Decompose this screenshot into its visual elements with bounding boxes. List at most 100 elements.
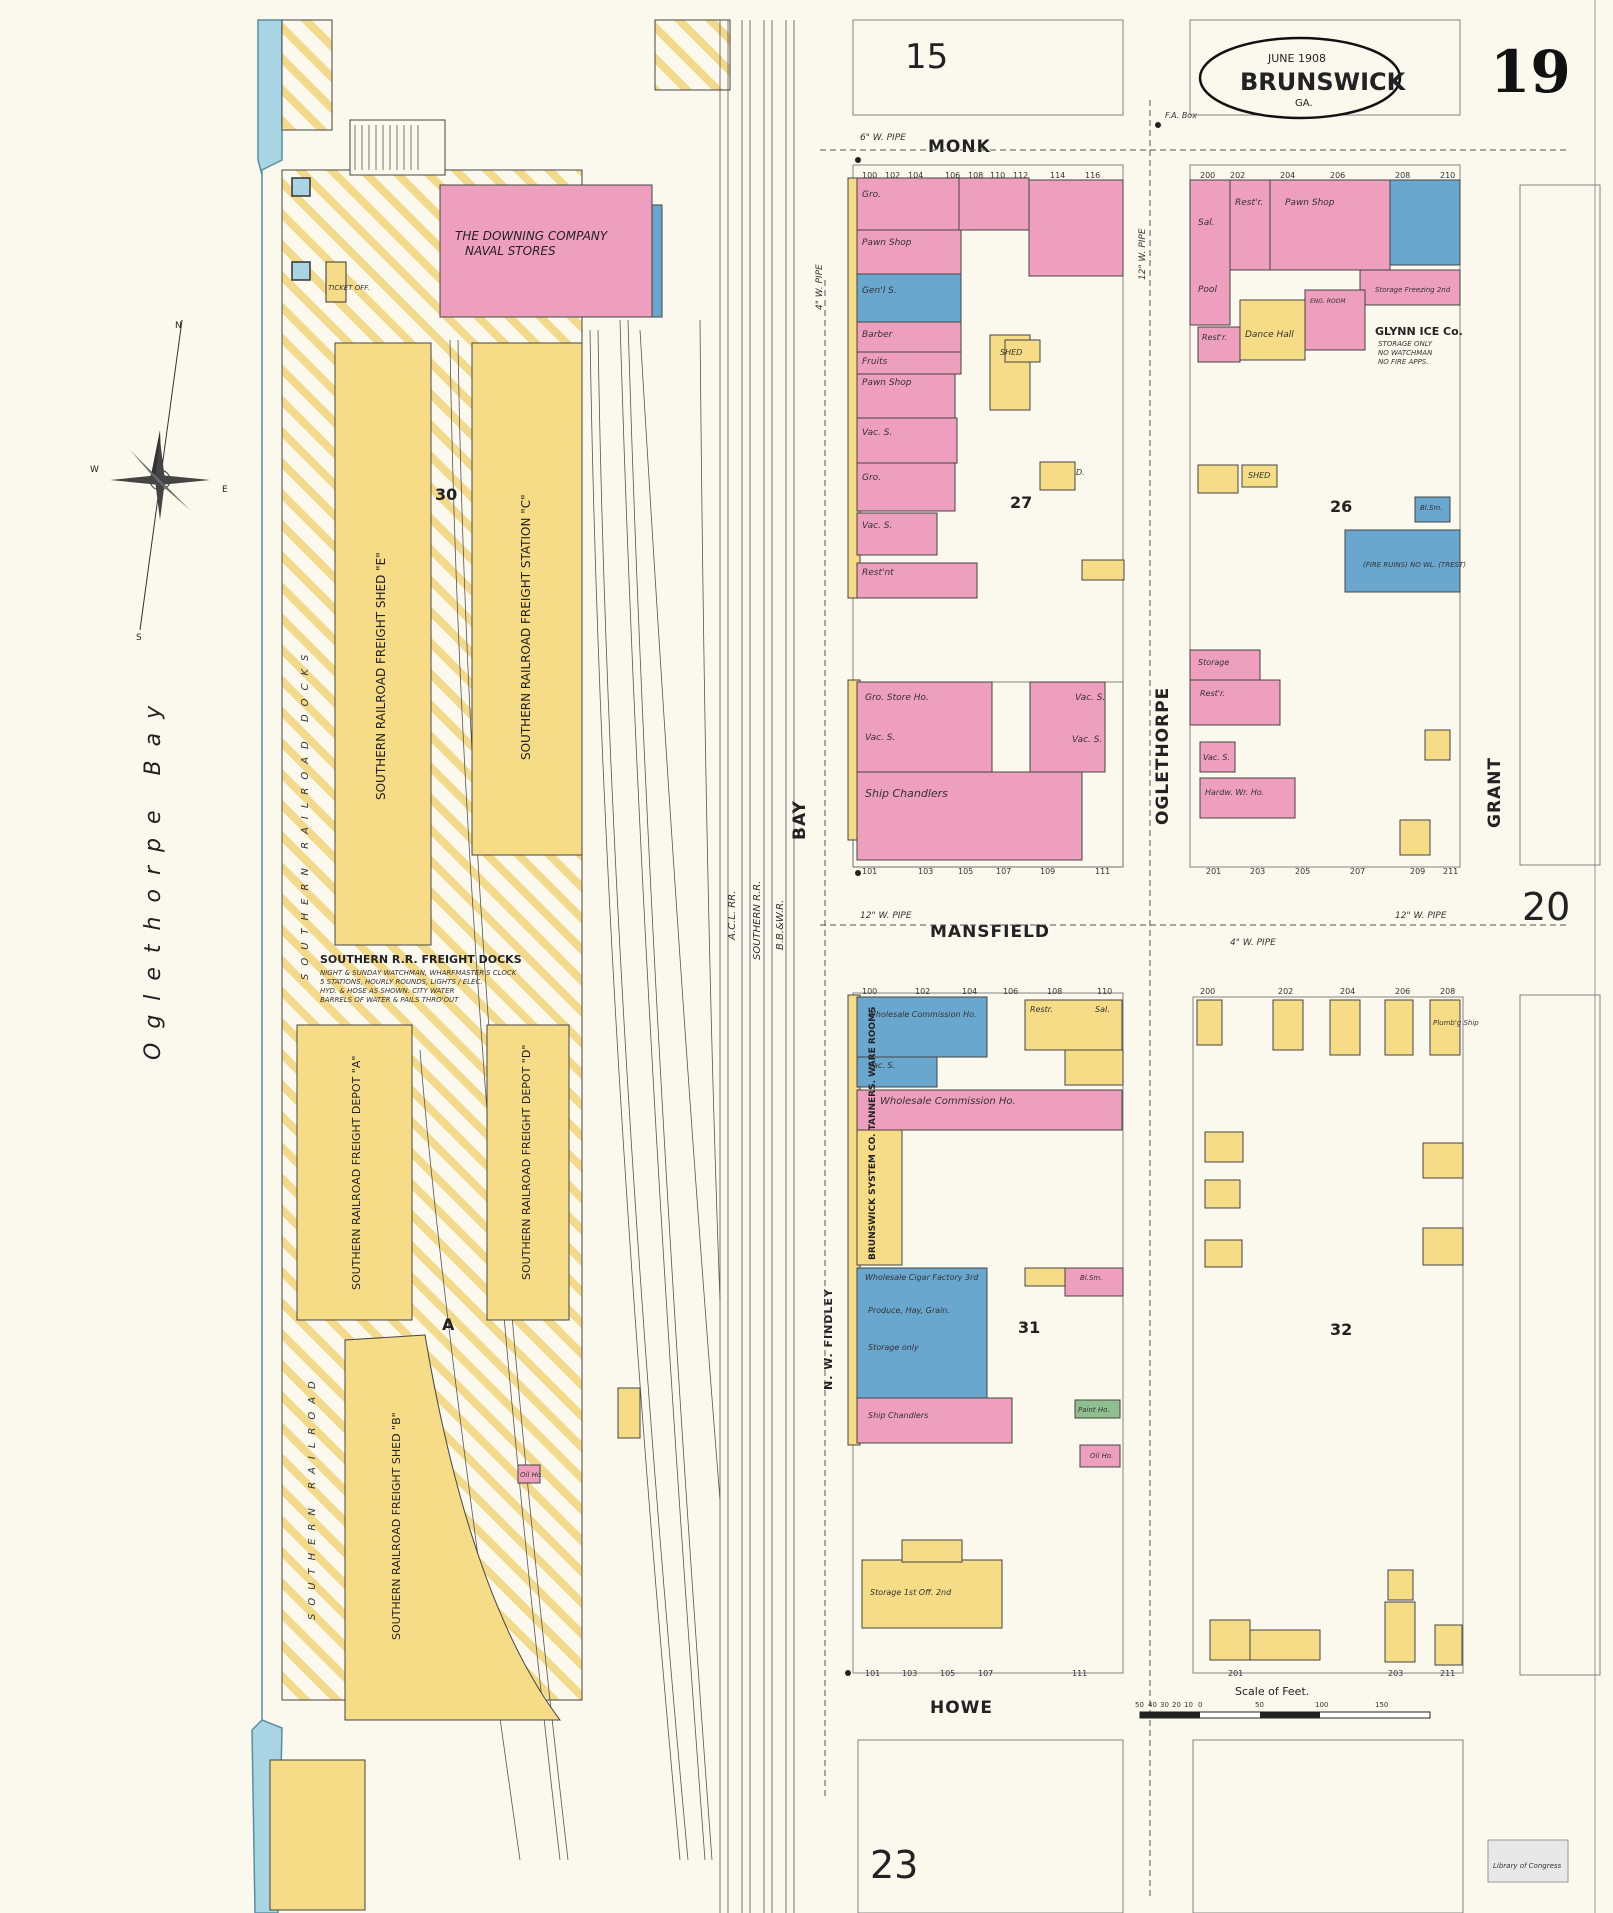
hydrant-dot (1155, 122, 1161, 128)
block-32: 32 (1330, 1320, 1352, 1339)
oil-house-label: Oil Ho. (520, 1471, 543, 1479)
block-26: 26 (1330, 497, 1352, 516)
lbl-shed-e: SHED (1248, 471, 1270, 480)
svg-text:103: 103 (918, 867, 933, 876)
downing-annex (651, 204, 663, 318)
freight-shed-e (334, 342, 432, 946)
lbl-cigar: Wholesale Cigar Factory 3rd (865, 1273, 979, 1282)
svg-text:205: 205 (1295, 867, 1310, 876)
svg-text:209: 209 (1410, 867, 1425, 876)
svg-text:111: 111 (1072, 1669, 1087, 1678)
svg-text:111: 111 (1095, 867, 1110, 876)
b31-yel-small (1024, 1267, 1066, 1287)
street-bay: BAY (790, 800, 810, 840)
lbl-storage-only: Storage only (868, 1343, 919, 1352)
b31-tanners (856, 1129, 903, 1266)
compass-e: E (222, 485, 228, 495)
bl-sm-rail (617, 1387, 641, 1439)
rr-docks-label: SOUTHERN RAILROAD DOCKS (300, 647, 311, 980)
svg-text:107: 107 (996, 867, 1011, 876)
b27-genl (856, 273, 962, 323)
block-31: 31 (1018, 1318, 1040, 1337)
lbl-plumbing: Plumb'g Ship (1433, 1019, 1479, 1027)
lbl-pool: Pool (1198, 285, 1217, 295)
b26-blsm (1414, 496, 1451, 523)
street-mansfield: MANSFIELD (930, 922, 1050, 942)
svg-text:102: 102 (885, 171, 900, 180)
b32-d8 (1422, 1142, 1464, 1179)
lbl-dance: Dance Hall (1245, 330, 1294, 340)
stairs-block (349, 119, 446, 176)
svg-text:50: 50 (1135, 1701, 1144, 1709)
lbl-wholesale-comm: Wholesale Commission Ho. (868, 1010, 977, 1019)
svg-text:206: 206 (1395, 987, 1410, 996)
b27s-gro-store (856, 681, 993, 773)
b26-fruit (1389, 179, 1461, 266)
oil-house (517, 1464, 541, 1484)
lbl-hardw: Hardw. Wr. Ho. (1205, 788, 1264, 797)
svg-text:106: 106 (945, 171, 960, 180)
sheet-number: 19 (1490, 38, 1571, 106)
freight-docks-note-3: HYD. & HOSE AS SHOWN. CITY WATER (320, 987, 454, 995)
howe-numbers: 101 103 105 107 111 201 203 211 (865, 1669, 1455, 1678)
lbl-genl: Gen'l S. (862, 286, 897, 296)
b26-restr3 (1189, 679, 1281, 726)
b26-sal (1189, 179, 1231, 326)
svg-text:100: 100 (1315, 1701, 1328, 1709)
scale-label: Scale of Feet. (1235, 1685, 1309, 1698)
svg-text:103: 103 (902, 1669, 917, 1678)
svg-text:100: 100 (862, 171, 877, 180)
b26-pawn (1269, 179, 1391, 271)
freight-docks-note-1: NIGHT & SUNDAY WATCHMAN, WHARFMASTER'S C… (320, 969, 518, 977)
b27-vac2 (856, 512, 938, 556)
freight-depot-a-label: SOUTHERN RAILROAD FREIGHT DEPOT "A" (350, 1056, 363, 1290)
svg-text:106: 106 (1003, 987, 1018, 996)
pipe-mansfield-2: 4" W. PIPE (1230, 938, 1276, 948)
block-se (1192, 1739, 1464, 1913)
b31-wholesale2 (856, 1089, 1123, 1131)
lbl-oil2: Oil Ho. (1090, 1452, 1113, 1460)
dock-hatch-north (654, 19, 731, 91)
downing-label-2: NAVAL STORES (465, 244, 556, 258)
svg-text:100: 100 (862, 987, 877, 996)
rr-acl-label: A.C.L. RR. (727, 891, 738, 941)
b27-gro (856, 177, 960, 231)
street-howe: HOWE (930, 1698, 993, 1718)
svg-text:203: 203 (1250, 867, 1265, 876)
freight-station-c (471, 342, 583, 856)
b26-vac (1199, 741, 1236, 773)
lbl-d: D. (1076, 468, 1085, 477)
lbl-fruits: Fruits (862, 357, 888, 367)
lbl-glynn: GLYNN ICE Co. (1375, 325, 1463, 338)
block-27: 27 (1010, 493, 1032, 512)
lbl-sal: Sal. (1198, 218, 1215, 228)
street-monk: MONK (928, 137, 991, 157)
svg-text:107: 107 (978, 1669, 993, 1678)
b26-restr2 (1197, 326, 1241, 363)
block-east-1 (1519, 184, 1601, 866)
b32-d13 (1434, 1624, 1463, 1666)
mansfield-numbers-south: 100 102 104 106 108 110 200 202 204 206 … (862, 987, 1455, 996)
freight-docks-note-2: 5 STATIONS, HOURLY ROUNDS, LIGHTS / ELEC… (320, 978, 483, 986)
svg-text:50: 50 (1255, 1701, 1264, 1709)
freight-shed-e-label: SOUTHERN RAILROAD FREIGHT SHED "E" (374, 552, 388, 800)
pipe-mansfield-e: 12" W. PIPE (1395, 911, 1447, 921)
block-a: A (442, 1315, 455, 1334)
b26-fire-ruins (1344, 529, 1461, 593)
dock-hatch-top (281, 19, 333, 131)
fire-alarm-box: F.A. Box (1165, 111, 1197, 120)
b31-oil (1079, 1444, 1121, 1468)
svg-text:105: 105 (940, 1669, 955, 1678)
b26-d1 (1197, 464, 1239, 494)
lbl-vac4: Vac. S. (1075, 693, 1105, 703)
lbl-pawn: Pawn Shop (862, 238, 912, 248)
svg-text:201: 201 (1206, 867, 1221, 876)
svg-text:112: 112 (1013, 171, 1028, 180)
svg-text:40: 40 (1148, 1701, 1157, 1709)
adjacent-sheet-east: 20 (1522, 885, 1570, 929)
b27-d1 (1039, 461, 1076, 491)
b31-storage-top (901, 1539, 963, 1563)
b31-ship (856, 1397, 1013, 1444)
freight-depot-d (486, 1024, 570, 1321)
pipe-monk: 6" W. PIPE (860, 133, 906, 143)
